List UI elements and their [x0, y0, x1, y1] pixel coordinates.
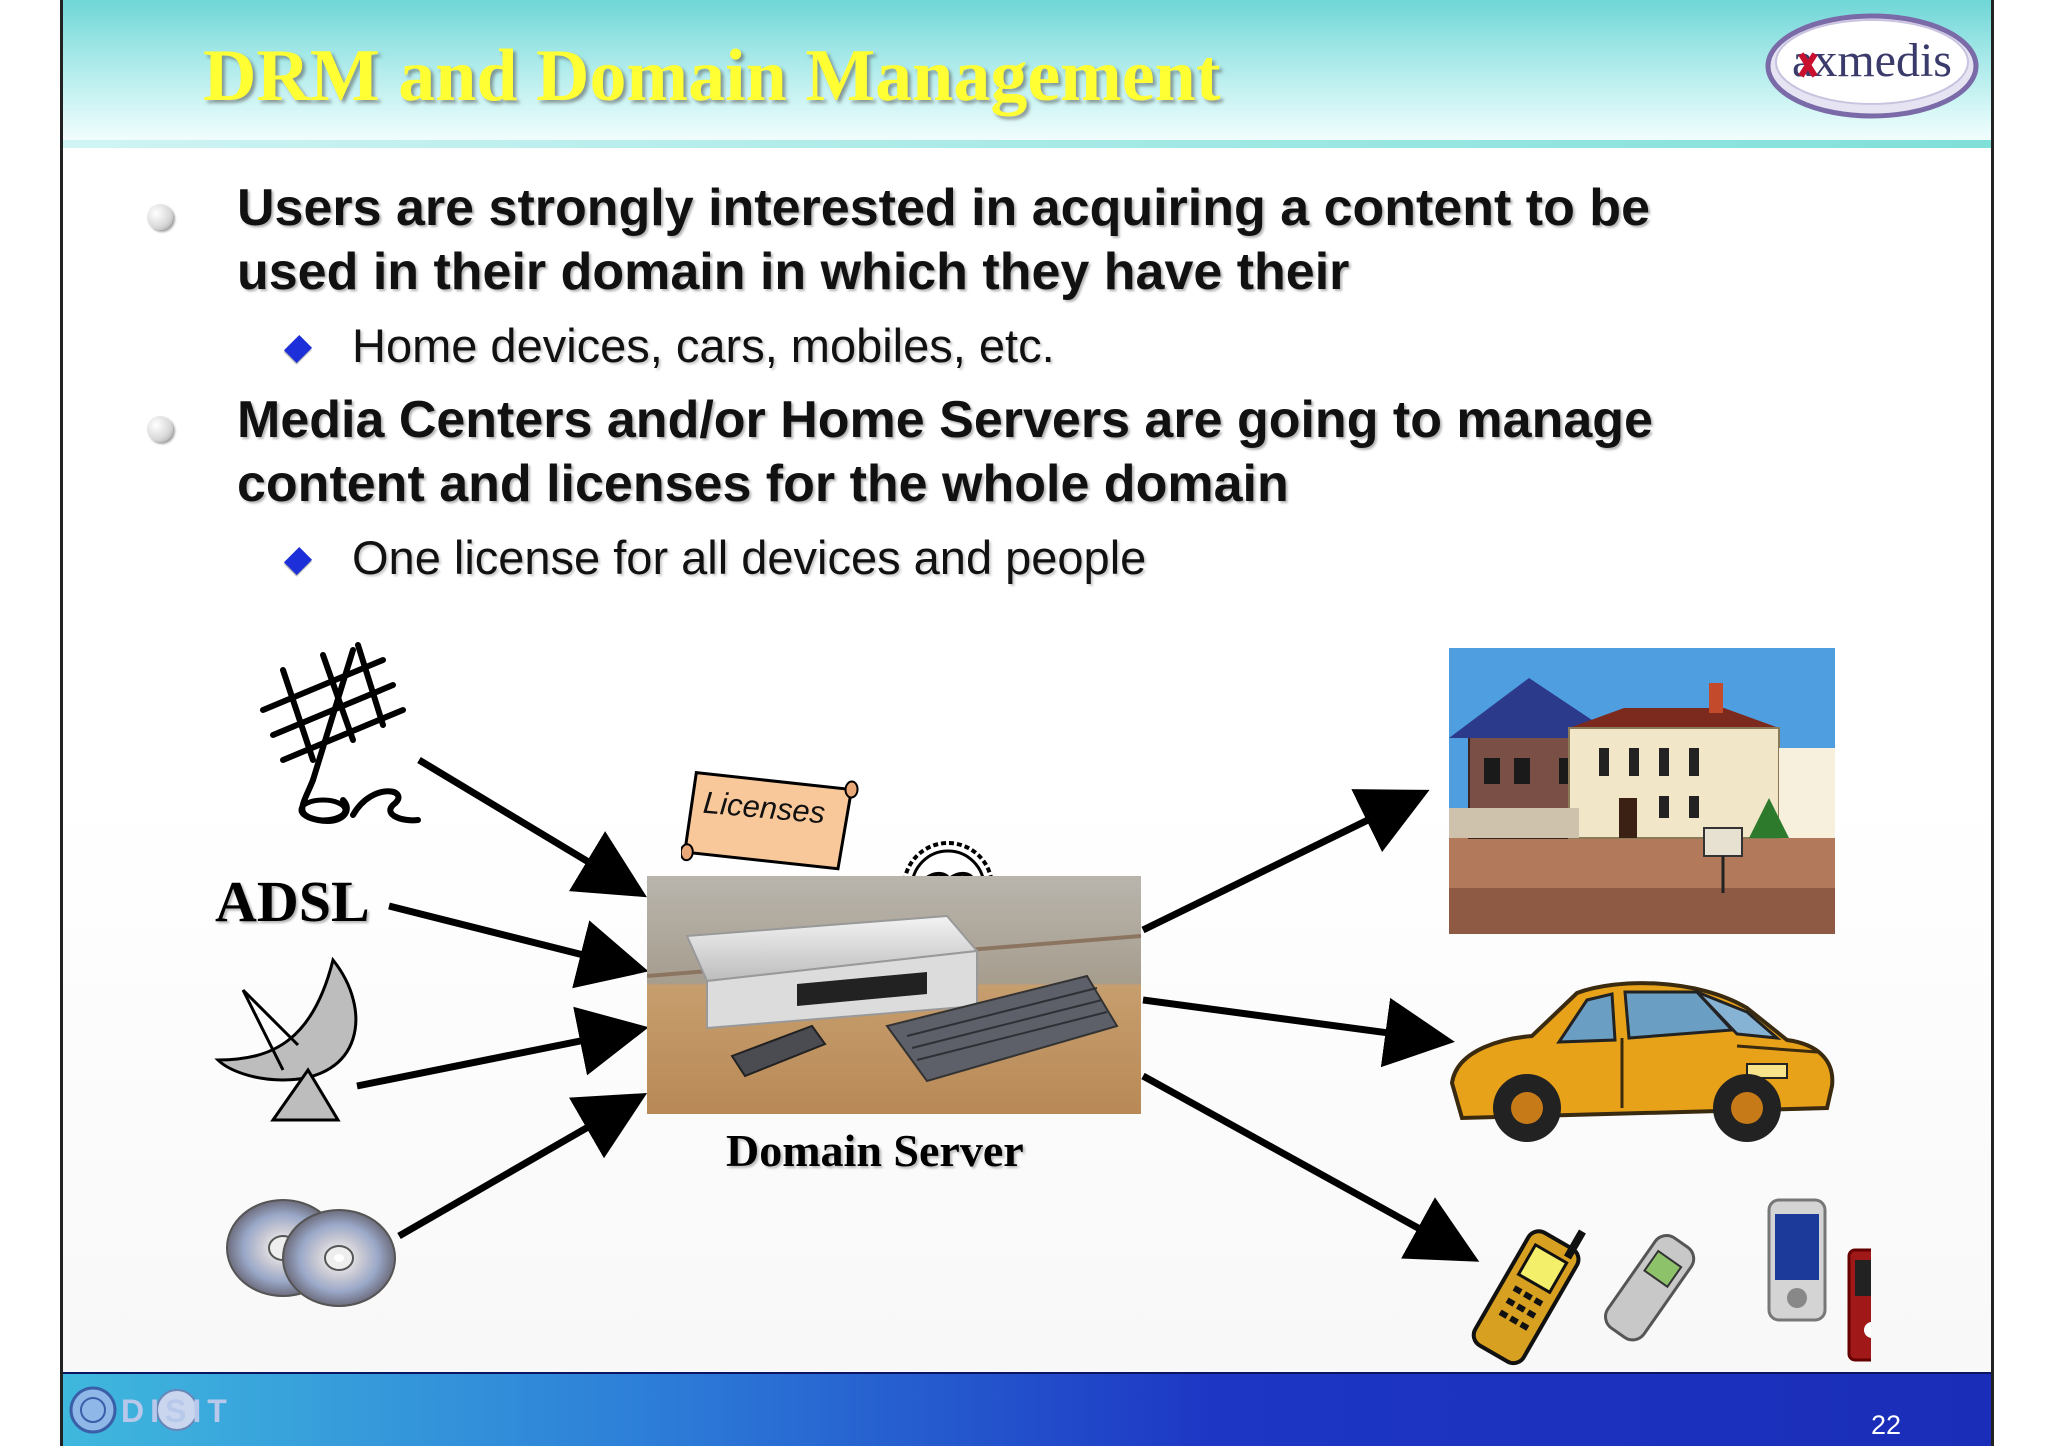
licenses-scroll — [681, 771, 859, 871]
house-picture — [1449, 648, 1835, 934]
bullet-2-line-2: content and licenses for the whole domai… — [237, 455, 1289, 513]
domain-server-label: Domain Server — [726, 1125, 1024, 1176]
svg-text:axmedis: axmedis — [1792, 34, 1952, 87]
slide: DRM and Domain Management axmedis Users … — [60, 0, 1994, 1446]
arrow-server-to-house — [1141, 789, 1430, 934]
bullet-1-line-1: Users are strongly interested in acquiri… — [237, 179, 1650, 237]
disit-logo: DISIT — [69, 1386, 233, 1434]
arrow-adsl-to-server — [388, 902, 649, 989]
car-picture — [1449, 981, 1835, 1142]
sub-bullet-2: One license for all devices and people — [352, 531, 1147, 584]
slide-title: DRM and Domain Management — [203, 35, 1221, 117]
bullet-2-line-1: Media Centers and/or Home Servers are go… — [237, 391, 1653, 449]
arrow-discs-to-server — [397, 1093, 648, 1240]
antenna-icon — [260, 642, 421, 824]
arrow-server-to-mobiles — [1141, 1072, 1480, 1262]
adsl-label: ADSL — [215, 869, 370, 934]
satellite-dish-icon — [214, 956, 358, 1122]
arrow-server-to-car — [1142, 996, 1455, 1068]
cd-discs-icon — [226, 1199, 396, 1307]
diagram-arrows — [356, 757, 1480, 1262]
arrow-antenna-to-server — [417, 757, 647, 898]
domain-server-photo — [647, 876, 1141, 1114]
bullet-1-line-2: used in their domain in which they have … — [237, 243, 1350, 301]
svg-text:DISIT: DISIT — [121, 1393, 233, 1429]
page-number: 22 — [1871, 1410, 1902, 1440]
mobile-phones-picture — [1471, 1198, 1871, 1366]
axmedis-logo: axmedis — [1765, 13, 1979, 119]
header-band — [63, 0, 1991, 148]
footer-band — [63, 1372, 1991, 1446]
arrow-dish-to-server — [356, 1006, 649, 1090]
bullet-circle-1 — [147, 204, 173, 230]
bullet-circle-2 — [147, 416, 173, 442]
sub-bullet-1: Home devices, cars, mobiles, etc. — [352, 319, 1055, 372]
